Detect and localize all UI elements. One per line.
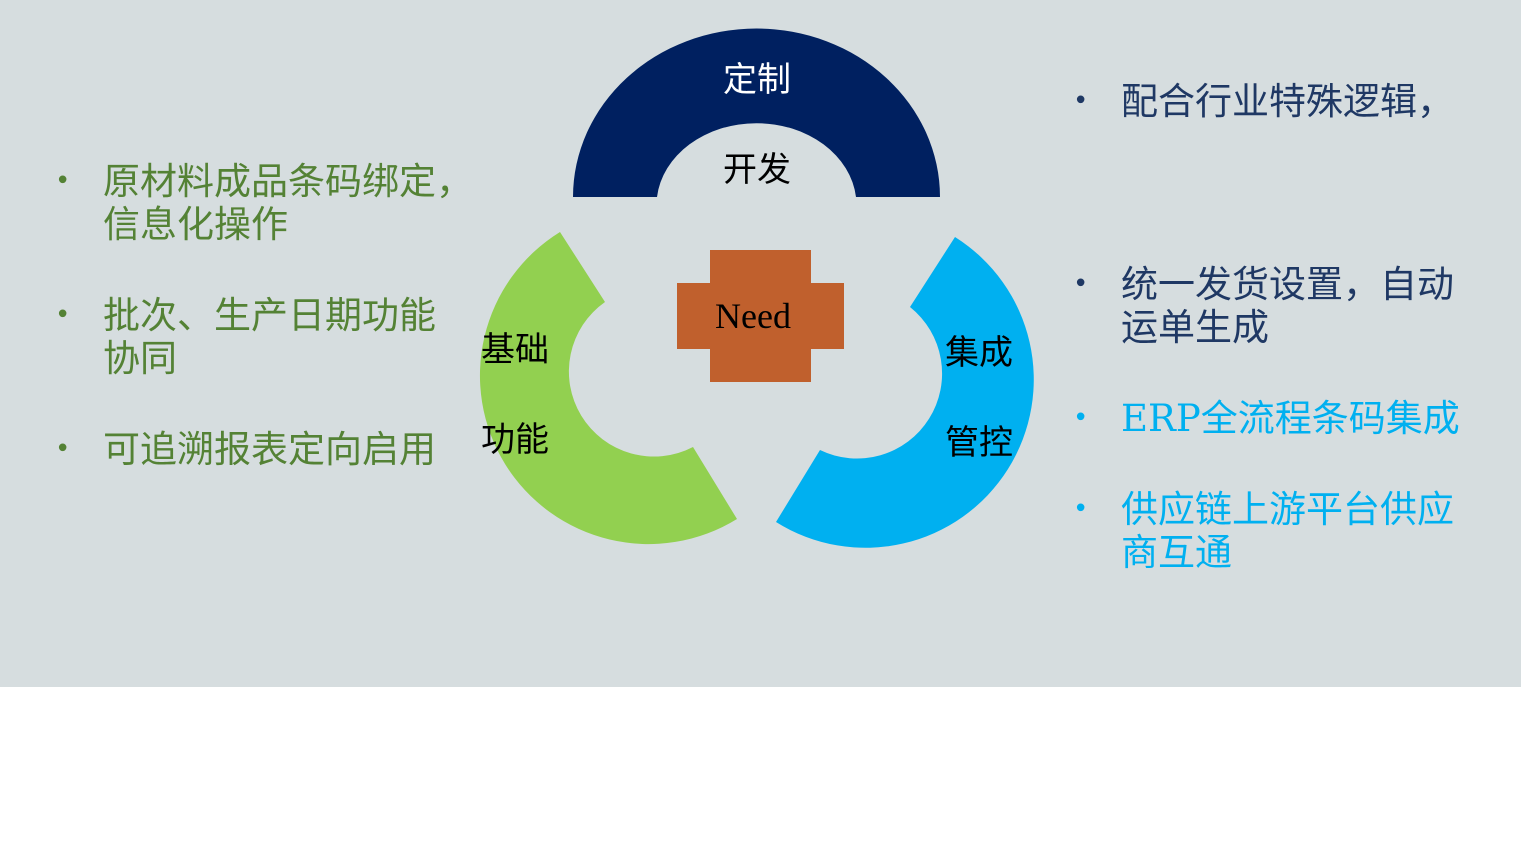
right-list-item-line2: 运单生成 — [1121, 306, 1269, 349]
right-list-item: • 配合行业特殊逻辑， — [1073, 80, 1473, 123]
top-segment-label-1: 定制 — [723, 60, 791, 100]
left-list-item-line1: 原材料成品条码绑定， — [103, 160, 473, 203]
right-segment-label-2: 管控 — [945, 423, 1013, 463]
left-arc-segment — [479, 232, 737, 545]
left-feature-list: • 原材料成品条码绑定， 信息化操作 • 批次、生产日期功能 协同 • 可追溯报… — [55, 160, 475, 519]
bullet-icon: • — [55, 166, 71, 196]
center-need-label: Need — [715, 296, 791, 336]
right-list-item: • 供应链上游平台供应 商互通 — [1073, 488, 1473, 574]
left-list-item-line1: 可追溯报表定向启用 — [103, 428, 436, 471]
left-list-item-line2: 信息化操作 — [103, 203, 288, 246]
right-list-item: • ERP全流程条码集成 — [1073, 397, 1473, 440]
left-list-item: • 批次、生产日期功能 协同 — [55, 294, 475, 380]
top-arch-segment — [573, 28, 940, 198]
right-list-item: • 统一发货设置，自动 运单生成 — [1073, 263, 1473, 349]
bullet-icon: • — [1073, 494, 1089, 524]
cycle-diagram — [479, 28, 1034, 548]
left-segment-label-1: 基础 — [481, 330, 549, 370]
bullet-icon: • — [1073, 269, 1089, 299]
left-list-item-line2: 协同 — [103, 337, 177, 380]
left-segment-label-2: 功能 — [481, 420, 549, 460]
slide-background: 定制 开发 基础 功能 集成 管控 Need • 原材料成品条码绑定， 信息化操… — [0, 0, 1521, 687]
right-list-item-line2: 商互通 — [1121, 531, 1232, 574]
right-list-item-line1: ERP全流程条码集成 — [1121, 397, 1460, 440]
right-feature-list: • 配合行业特殊逻辑， • 统一发货设置，自动 运单生成 • ERP全流程条码集… — [1073, 80, 1473, 622]
right-list-item-line1: 统一发货设置，自动 — [1121, 263, 1454, 306]
bullet-icon: • — [55, 300, 71, 330]
bullet-icon: • — [1073, 403, 1089, 433]
bullet-icon: • — [1073, 86, 1089, 116]
left-list-item-line1: 批次、生产日期功能 — [103, 294, 436, 337]
right-list-item-line1: 配合行业特殊逻辑， — [1121, 80, 1454, 123]
right-arc-segment — [776, 237, 1034, 548]
right-segment-label-1: 集成 — [945, 333, 1013, 373]
bullet-icon: • — [55, 434, 71, 464]
left-list-item: • 可追溯报表定向启用 — [55, 428, 475, 471]
right-list-item-line1: 供应链上游平台供应 — [1121, 488, 1454, 531]
left-list-item: • 原材料成品条码绑定， 信息化操作 — [55, 160, 475, 246]
top-segment-label-2: 开发 — [723, 150, 791, 190]
center-cross-shape — [677, 250, 844, 382]
blank-area — [0, 687, 1521, 856]
